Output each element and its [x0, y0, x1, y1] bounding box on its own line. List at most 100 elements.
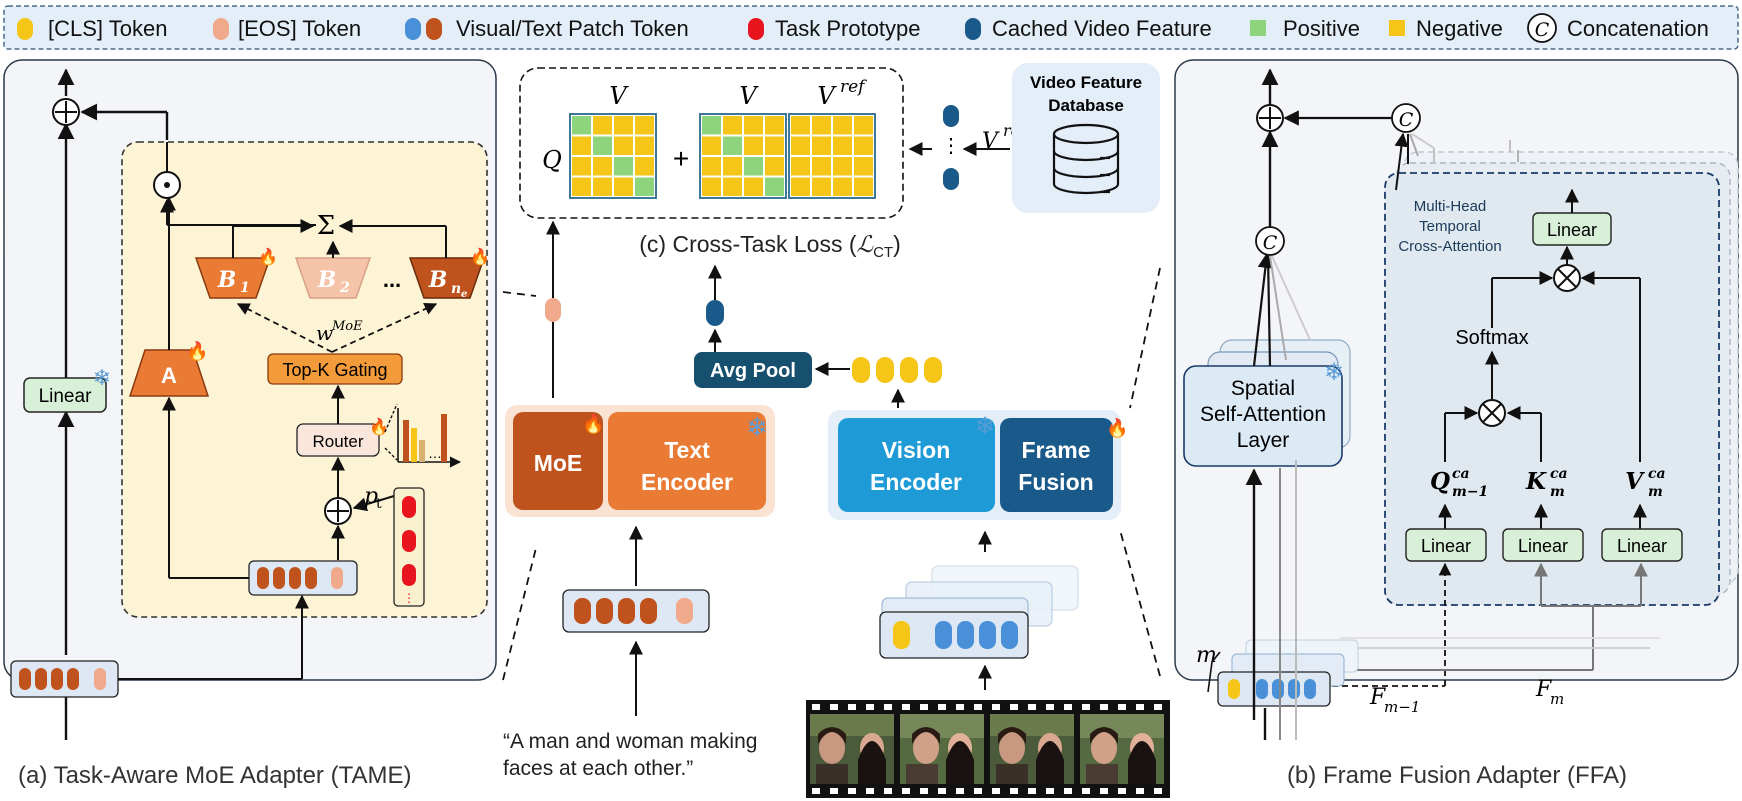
tame-b1-block — [194, 257, 272, 299]
frame-fusion-label-2: Fusion — [1018, 469, 1093, 495]
cls-token-icon — [17, 18, 33, 40]
vision-encoder-block — [838, 418, 995, 512]
pt-sub: t — [376, 496, 382, 512]
moe-block — [513, 412, 603, 510]
tame-linear-label: Linear — [39, 386, 92, 407]
similarity-grid-ref — [788, 113, 876, 199]
mhtca-label-3: Cross-Attention — [1398, 238, 1501, 255]
f-prev-label: F — [1369, 685, 1386, 710]
tame-b2-label: B — [317, 267, 337, 293]
tame-b1-sub: 1 — [240, 280, 250, 296]
k-ca-sup: ca — [1550, 466, 1568, 482]
moe-label: MoE — [534, 450, 583, 476]
frozen-snowflake-icon-text: ❄ — [746, 412, 768, 442]
legend-eos-label: [EOS] Token — [238, 16, 361, 41]
v1-label: V — [609, 82, 629, 110]
topk-gating-box — [267, 353, 403, 385]
tame-bn-subsub: e — [461, 289, 467, 300]
v-ca-sub: m — [1648, 484, 1663, 500]
q-ca-sup: ca — [1452, 466, 1470, 482]
spatial-label-1: Spatial — [1231, 377, 1295, 400]
eos-token-icon — [213, 18, 229, 40]
db-title-2: Database — [1048, 96, 1124, 115]
spatial-attention-layer — [1183, 365, 1343, 467]
avg-pool-box — [694, 352, 812, 388]
ffa-linear-v-label: Linear — [1617, 536, 1667, 556]
tame-b2-block — [294, 257, 372, 299]
positive-icon — [1250, 20, 1266, 36]
trainable-fire-icon-router: 🔥 — [369, 417, 389, 436]
tame-a-block — [128, 349, 210, 397]
f-m-label: F — [1535, 677, 1552, 702]
tame-bn-block — [408, 257, 486, 299]
v-ca-label: V — [1625, 468, 1645, 495]
database-icon — [1052, 123, 1120, 195]
video-feature-database — [1012, 63, 1160, 213]
ffa-concat-upper-letter: C — [1399, 109, 1414, 131]
cached-feature-top — [943, 105, 959, 127]
tame-caption: (a) Task-Aware MoE Adapter (TAME) — [18, 762, 411, 789]
k-ca-sub: m — [1550, 484, 1565, 500]
ffa-linear-v — [1601, 528, 1683, 562]
patch-brown-icon — [426, 18, 442, 40]
plus-label: + — [673, 143, 689, 174]
tame-a-label: A — [161, 363, 177, 388]
ffa-caption: (b) Frame Fusion Adapter (FFA) — [1287, 762, 1627, 789]
cached-feature-icon — [965, 18, 981, 40]
eos-output-token — [545, 298, 561, 322]
legend-patch-label: Visual/Text Patch Token — [456, 16, 689, 41]
v2-label: V — [739, 82, 759, 110]
legend-task-label: Task Prototype — [775, 16, 921, 41]
video-frame-2 — [900, 714, 984, 784]
svg-text:⋮: ⋮ — [403, 591, 415, 605]
vref-sup: ref — [840, 77, 867, 97]
tame-panel: Linear ❄ A 🔥 Σ B — [3, 59, 497, 789]
legend-positive-label: Positive — [1283, 16, 1360, 41]
v-ca-sup: ca — [1648, 466, 1666, 482]
avg-pool-label: Avg Pool — [710, 360, 796, 382]
tame-linear-box — [23, 377, 107, 413]
tame-bn-sub: n — [451, 281, 461, 297]
trainable-fire-icon-bn: 🔥 — [470, 247, 490, 266]
tame-sum-icon: Σ — [317, 211, 335, 241]
text-encoder-label-1: Text — [664, 437, 710, 463]
ct-loss-caption: (c) Cross-Task Loss (ℒCT) — [639, 231, 901, 261]
similarity-grid-a — [569, 113, 657, 199]
legend-cached-label: Cached Video Feature — [992, 16, 1212, 41]
video-feature-token — [706, 300, 724, 326]
db-title-1: Video Feature — [1030, 73, 1142, 92]
router-label: Router — [312, 432, 363, 451]
frame-fusion-label-1: Frame — [1021, 437, 1090, 463]
vision-encoder-label-2: Encoder — [870, 469, 962, 495]
spatial-label-2: Self-Attention — [1200, 403, 1326, 426]
ffa-linear-k-label: Linear — [1518, 536, 1568, 556]
video-frame-1 — [810, 714, 894, 784]
legend: [CLS] Token [EOS] Token Visual/Text Patc… — [3, 5, 1739, 50]
spatial-label-3: Layer — [1237, 429, 1290, 452]
softmax-label: Softmax — [1455, 327, 1528, 349]
topk-gating-label: Top-K Gating — [282, 360, 387, 380]
ffa-linear-q — [1405, 528, 1487, 562]
tame-b2-sub: 2 — [339, 280, 350, 296]
trainable-fire-icon-moe: 🔥 — [582, 413, 604, 434]
trainable-fire-icon-a: 🔥 — [186, 340, 208, 361]
pt-label: p — [364, 484, 378, 509]
frozen-snowflake-icon: ❄ — [93, 365, 111, 390]
negative-icon — [1389, 20, 1405, 36]
svg-text:…: … — [428, 445, 442, 461]
center-panel: V V V ref Q + (c) Cross-Task Loss (ℒCT) … — [502, 63, 1170, 798]
q-ca-sub: m−1 — [1452, 484, 1488, 500]
q-label: Q — [542, 146, 562, 174]
frame-fusion-block — [1000, 418, 1113, 512]
patch-blue-icon — [405, 18, 421, 40]
tame-ellipsis: ... — [383, 267, 401, 292]
mhtca-label-2: Temporal — [1419, 218, 1481, 235]
tame-bn-label: B — [428, 267, 448, 293]
ffa-linear-k — [1502, 528, 1584, 562]
text-caption-2: faces at each other.” — [503, 757, 693, 780]
text-encoder-label-2: Encoder — [641, 469, 733, 495]
ffa-linear-q-label: Linear — [1421, 536, 1471, 556]
f-m-sub: m — [1550, 690, 1564, 708]
trainable-fire-icon-b1: 🔥 — [258, 247, 278, 266]
